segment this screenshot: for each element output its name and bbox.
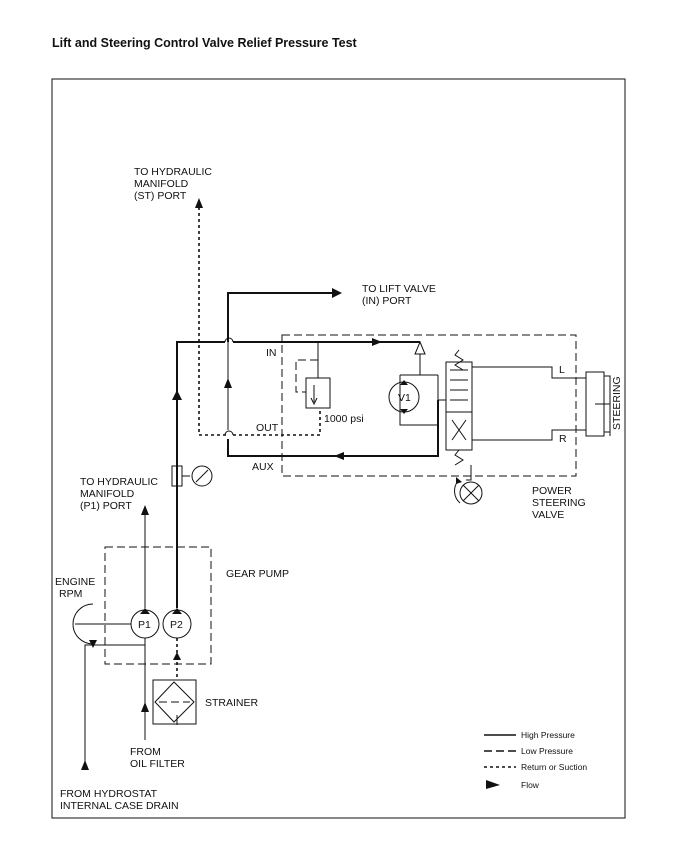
lift-valve-label-2: (IN) PORT <box>362 295 412 307</box>
power-steering-valve-box <box>281 334 577 477</box>
pressure-gauge <box>171 465 213 487</box>
st-port-label-2: MANIFOLD <box>134 178 189 190</box>
lift-valve-label-1: TO LIFT VALVE <box>362 283 436 295</box>
gear-pump-label: GEAR PUMP <box>226 568 289 580</box>
in-label: IN <box>266 347 277 359</box>
power-steering-label-1: POWER <box>532 485 572 497</box>
steering-spool <box>438 349 586 481</box>
strainer-icon <box>152 679 197 725</box>
suction-lines <box>81 638 181 770</box>
diagram-frame <box>51 78 626 819</box>
lift-valve-line <box>224 288 342 388</box>
hydrostat-label-2: INTERNAL CASE DRAIN <box>60 800 179 812</box>
v1-label: V1 <box>398 392 411 404</box>
st-port-label-3: (ST) PORT <box>134 190 187 202</box>
legend-return-suction: Return or Suction <box>521 762 587 772</box>
steering-label: STEERING <box>611 376 623 430</box>
hydrostat-label-1: FROM HYDROSTAT <box>60 788 158 800</box>
p1-port-label-3: (P1) PORT <box>80 500 132 512</box>
l-label: L <box>559 364 565 376</box>
power-steering-label-2: STEERING <box>532 497 586 509</box>
legend-high-pressure: High Pressure <box>521 730 575 740</box>
main-pressure-line <box>172 337 420 608</box>
v1-valve <box>388 340 439 426</box>
return-lines <box>224 342 439 460</box>
st-port-label-1: TO HYDRAULIC <box>134 166 212 178</box>
p1-label: P1 <box>138 619 151 631</box>
strainer-label: STRAINER <box>205 697 259 709</box>
steering-cylinder <box>585 371 611 437</box>
psi-label: 1000 psi <box>324 413 364 425</box>
st-port-line <box>195 198 228 436</box>
steering-wheel-icon <box>454 477 483 505</box>
legend-low-pressure: Low Pressure <box>521 746 573 756</box>
legend-flow-arrow-icon <box>486 780 500 789</box>
power-steering-label-3: VALVE <box>532 509 564 521</box>
p1-port-label-1: TO HYDRAULIC <box>80 476 158 488</box>
legend: High Pressure Low Pressure Return or Suc… <box>484 730 587 790</box>
gear-pump-box <box>104 546 212 665</box>
aux-label: AUX <box>252 461 274 473</box>
relief-valve <box>295 342 331 409</box>
out-label: OUT <box>256 422 279 434</box>
p1-line <box>141 505 149 608</box>
oil-filter-label-1: FROM <box>130 746 161 758</box>
engine-rpm-label-2: RPM <box>59 588 82 600</box>
engine-rpm-label-1: ENGINE <box>55 576 95 588</box>
p1-port-label-2: MANIFOLD <box>80 488 135 500</box>
page-title: Lift and Steering Control Valve Relief P… <box>52 36 357 50</box>
r-label: R <box>559 433 567 445</box>
legend-flow: Flow <box>521 780 540 790</box>
p2-label: P2 <box>170 619 183 631</box>
oil-filter-label-2: OIL FILTER <box>130 758 185 770</box>
